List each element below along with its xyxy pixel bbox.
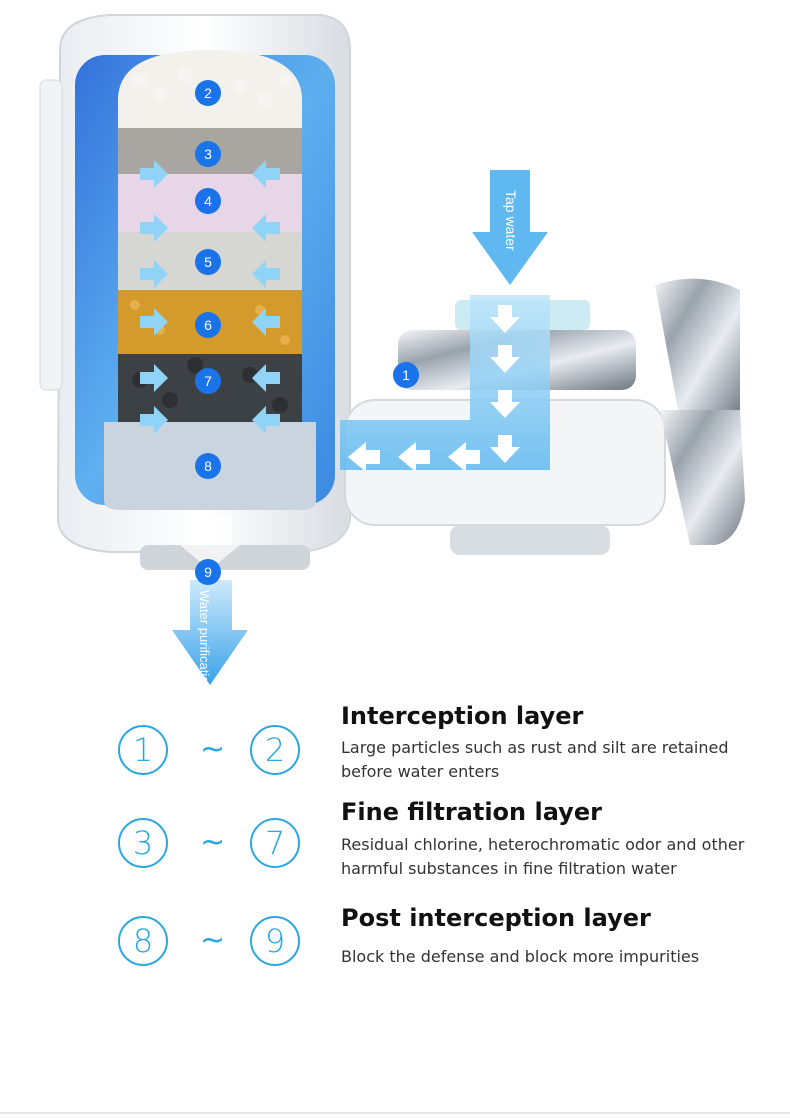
layer-marker-9: 9 — [195, 559, 221, 585]
svg-text:6: 6 — [204, 317, 212, 333]
range-start-badge: 3 — [118, 818, 168, 868]
pipe-arrows — [348, 305, 520, 472]
range-separator: ~ — [200, 732, 226, 767]
bottom-divider — [0, 1112, 790, 1114]
svg-text:7: 7 — [204, 373, 212, 389]
svg-text:2: 2 — [204, 85, 212, 101]
svg-text:3: 3 — [204, 146, 212, 162]
layer-marker-8: 8 — [195, 453, 221, 479]
range-start-badge: 8 — [118, 916, 168, 966]
svg-text:1: 1 — [402, 367, 410, 383]
svg-text:9: 9 — [204, 564, 212, 580]
tap-water-label: Tap water — [503, 190, 519, 251]
range-start-badge: 1 — [118, 725, 168, 775]
range-separator: ~ — [200, 825, 226, 860]
layer-markers: 1 2 3 4 5 6 7 8 9 — [195, 80, 419, 585]
purified-water-arrow — [172, 580, 248, 685]
layer-title: Fine filtration layer — [341, 798, 602, 826]
inflow-arrows — [140, 160, 280, 434]
layer-description: Block the defense and block more impurit… — [341, 947, 700, 966]
layer-description: Residual chlorine, heterochromatic odor … — [341, 835, 745, 878]
svg-text:4: 4 — [204, 193, 212, 209]
water-path — [340, 295, 550, 470]
tap-water-arrow — [472, 170, 548, 285]
layer-marker-2: 2 — [195, 80, 221, 106]
svg-text:5: 5 — [204, 254, 212, 270]
range-separator: ~ — [200, 923, 226, 958]
layer-marker-4: 4 — [195, 188, 221, 214]
filter-diagram: Tap water Water purification 1 2 3 4 5 6 7 8 9 — [39, 14, 745, 691]
layer-marker-7: 7 — [195, 368, 221, 394]
layer-title: Interception layer — [341, 702, 584, 730]
range-end-badge: 7 — [250, 818, 300, 868]
svg-text:8: 8 — [204, 458, 212, 474]
layer-marker-1: 1 — [393, 362, 419, 388]
range-end-badge: 9 — [250, 916, 300, 966]
layer-marker-3: 3 — [195, 141, 221, 167]
filter-cartridge — [104, 50, 316, 510]
layer-marker-6: 6 — [195, 312, 221, 338]
purified-water-label: Water purification — [197, 590, 212, 691]
layer-description: Large particles such as rust and silt ar… — [341, 738, 729, 781]
layer-marker-5: 5 — [195, 249, 221, 275]
layer-title: Post interception layer — [341, 904, 651, 932]
range-end-badge: 2 — [250, 725, 300, 775]
